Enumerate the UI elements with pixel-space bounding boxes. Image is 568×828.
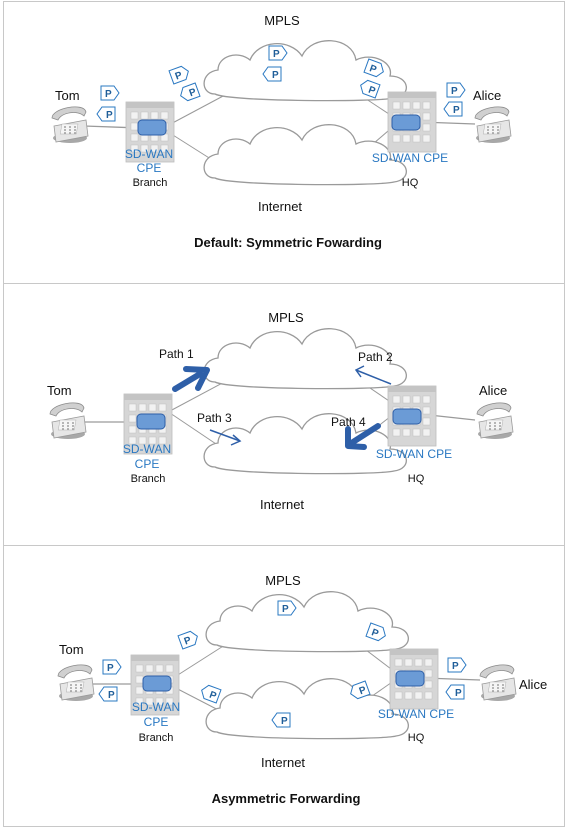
svg-text:P: P xyxy=(106,110,113,121)
branch-mpls-link xyxy=(164,94,226,128)
packet-icon: P xyxy=(198,683,222,704)
packet-icon: P xyxy=(177,629,201,650)
tom-phone-icon xyxy=(51,106,89,144)
svg-text:P: P xyxy=(451,86,458,97)
branch-cpe-label-line2: CPE xyxy=(144,715,169,729)
packet-icon: P xyxy=(363,58,387,79)
branch-mpls-link xyxy=(169,642,229,681)
branch-cpe-label: SD-WAN xyxy=(125,147,173,161)
packet-icon: P xyxy=(445,684,465,700)
alice-phone-icon xyxy=(474,106,512,144)
svg-text:P: P xyxy=(108,690,115,701)
alice-phone-icon xyxy=(479,664,517,702)
branch-label: Branch xyxy=(139,732,174,744)
packet-icon: P xyxy=(446,82,466,98)
packet-icon: P xyxy=(168,64,192,85)
path1-label: Path 1 xyxy=(159,347,194,361)
svg-text:P: P xyxy=(368,63,378,76)
hq-label: HQ xyxy=(402,177,419,189)
branch-cpe-label-line2: CPE xyxy=(135,457,160,471)
branch-cpe-icon xyxy=(137,119,167,136)
hq-label: HQ xyxy=(408,732,425,744)
packet-icon: P xyxy=(262,66,282,82)
hq-cpe-label: SD-WAN CPE xyxy=(372,151,448,165)
branch-cpe-label: SD-WAN xyxy=(132,700,180,714)
svg-text:P: P xyxy=(282,604,289,615)
branch-label: Branch xyxy=(131,473,166,485)
packet-icon: P xyxy=(100,85,120,101)
tom-label: Tom xyxy=(55,88,80,103)
svg-text:P: P xyxy=(105,89,112,100)
packet-icon: P xyxy=(277,600,297,616)
panel-asymmetric: P P P P P P P P P P MPLS Internet Tom Al… xyxy=(57,573,547,806)
mpls-cloud xyxy=(205,591,409,653)
svg-text:P: P xyxy=(455,688,462,699)
alice-phone-icon xyxy=(476,402,514,440)
branch-cpe-icon xyxy=(136,413,166,430)
packet-icon: P xyxy=(102,659,122,675)
mpls-label: MPLS xyxy=(265,573,301,588)
packet-icon: P xyxy=(357,78,381,99)
panel-symmetric: P P P P P P P P P P MPLS Internet Tom Al… xyxy=(51,13,512,250)
internet-label: Internet xyxy=(258,199,302,214)
hq-cpe-icon xyxy=(391,114,421,131)
tom-phone-icon xyxy=(57,664,95,702)
internet-label: Internet xyxy=(261,755,305,770)
panel-caption: Default: Symmetric Fowarding xyxy=(194,235,382,250)
mpls-label: MPLS xyxy=(264,13,300,28)
svg-text:P: P xyxy=(208,690,218,703)
hq-label: HQ xyxy=(408,473,425,485)
alice-label: Alice xyxy=(519,677,547,692)
packet-icon: P xyxy=(443,101,463,117)
path3-label: Path 3 xyxy=(197,411,232,425)
svg-text:P: P xyxy=(174,70,184,83)
internet-label: Internet xyxy=(260,497,304,512)
mpls-label: MPLS xyxy=(268,310,304,325)
hq-cpe-icon xyxy=(392,408,422,425)
panel-paths: MPLS Internet Tom Alice Path 1 Path 2 Pa… xyxy=(47,310,514,512)
hq-cpe-label: SD-WAN CPE xyxy=(378,707,454,721)
svg-text:P: P xyxy=(358,685,368,698)
panel-3-frame xyxy=(3,545,565,827)
path2-label: Path 2 xyxy=(358,350,393,364)
branch-cpe-label-line2: CPE xyxy=(137,161,162,175)
svg-text:P: P xyxy=(370,627,380,640)
packet-icon: P xyxy=(177,82,201,103)
packet-icon: P xyxy=(447,657,467,673)
path2-arrow xyxy=(354,365,392,385)
path3-arrow xyxy=(209,429,242,446)
path1-arrow xyxy=(172,366,210,392)
svg-text:P: P xyxy=(183,635,193,648)
branch-mpls-link xyxy=(169,379,229,412)
alice-label: Alice xyxy=(473,88,501,103)
tom-phone-icon xyxy=(49,402,87,440)
hq-cpe-label: SD-WAN CPE xyxy=(376,447,452,461)
packet-icon: P xyxy=(271,712,291,728)
tom-label: Tom xyxy=(47,383,72,398)
packet-icon: P xyxy=(365,622,389,643)
packet-icon: P xyxy=(347,680,371,701)
packet-icon: P xyxy=(98,686,118,702)
alice-label: Alice xyxy=(479,383,507,398)
panel-caption: Asymmetric Forwarding xyxy=(212,791,361,806)
branch-cpe-label: SD-WAN xyxy=(123,442,171,456)
tom-label: Tom xyxy=(59,642,84,657)
svg-text:P: P xyxy=(272,70,279,81)
svg-text:P: P xyxy=(107,663,114,674)
branch-label: Branch xyxy=(133,177,168,189)
svg-text:P: P xyxy=(273,49,280,60)
path4-label: Path 4 xyxy=(331,415,366,429)
svg-text:P: P xyxy=(367,85,377,98)
svg-text:P: P xyxy=(452,661,459,672)
packet-icon: P xyxy=(268,45,288,61)
svg-text:P: P xyxy=(188,87,198,100)
hq-cpe-icon xyxy=(395,670,425,687)
packet-icon: P xyxy=(96,106,116,122)
path4-arrow xyxy=(345,423,381,450)
svg-text:P: P xyxy=(281,716,288,727)
branch-cpe-icon xyxy=(142,675,172,692)
svg-text:P: P xyxy=(453,105,460,116)
